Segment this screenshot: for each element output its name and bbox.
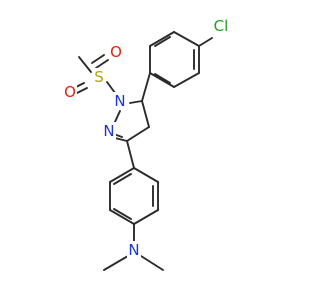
atom-o1: O xyxy=(109,43,123,61)
atom-n1-label: N xyxy=(114,92,125,110)
atom-cl: Cl xyxy=(209,17,233,35)
bond xyxy=(154,73,171,84)
bond xyxy=(149,31,175,47)
atom-o1-label: O xyxy=(110,43,122,61)
atom-o2-label: O xyxy=(64,83,76,101)
bond xyxy=(141,100,150,128)
atom-n3: N xyxy=(127,241,141,259)
bond xyxy=(141,72,151,102)
atom-s: S xyxy=(92,68,106,86)
molecule-structure: Cl N N S O O N xyxy=(63,17,233,271)
bond xyxy=(113,110,121,125)
bond xyxy=(126,126,150,142)
atom-n1: N xyxy=(113,92,127,110)
bond xyxy=(103,255,129,271)
atom-o2: O xyxy=(63,83,77,101)
bond xyxy=(113,208,132,220)
bond xyxy=(198,37,213,47)
atom-n3-label: N xyxy=(128,241,139,259)
bond xyxy=(109,209,135,225)
bond xyxy=(154,36,171,47)
aminophenyl-ring xyxy=(109,167,159,225)
bond xyxy=(113,173,132,185)
bond xyxy=(78,56,92,73)
bond xyxy=(129,100,143,104)
chlorophenyl-ring xyxy=(149,31,200,88)
atom-n2: N xyxy=(102,122,116,140)
bond xyxy=(173,31,200,47)
atom-s-label: S xyxy=(94,68,104,86)
molecule-canvas: Cl N N S O O N xyxy=(63,17,233,271)
bond xyxy=(109,167,135,183)
bond xyxy=(95,59,109,69)
bond xyxy=(133,167,159,183)
bond xyxy=(91,54,105,64)
bond xyxy=(133,209,159,225)
atom-cl-label: Cl xyxy=(214,17,229,35)
bond xyxy=(173,72,200,88)
atom-n2-label: N xyxy=(103,122,114,140)
bond xyxy=(149,72,175,88)
bond xyxy=(140,255,164,271)
bond xyxy=(126,140,135,169)
